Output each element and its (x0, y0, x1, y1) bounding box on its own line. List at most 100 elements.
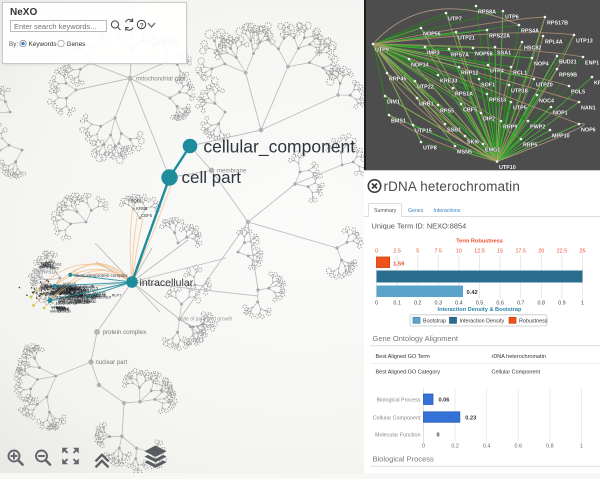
svg-text:EBP2: EBP2 (56, 306, 65, 310)
svg-text:protein complex: protein complex (103, 329, 148, 336)
svg-text:RPS16B: RPS16B (57, 309, 71, 313)
svg-text:1.59: 1.59 (393, 261, 405, 267)
svg-text:NOP2: NOP2 (91, 295, 101, 299)
svg-text:nuclear part: nuclear part (96, 360, 128, 366)
svg-text:BRX1: BRX1 (56, 284, 66, 289)
svg-text:UTP7: UTP7 (448, 17, 462, 23)
svg-text:rDNA heterochromatin: rDNA heterochromatin (492, 354, 546, 360)
svg-text:5: 5 (416, 248, 419, 254)
svg-text:DIP2: DIP2 (483, 117, 495, 123)
svg-text:ENP1: ENP1 (585, 61, 599, 67)
svg-text:RRP5: RRP5 (523, 143, 537, 149)
svg-text:CBF5: CBF5 (463, 108, 477, 114)
svg-text:NSA2: NSA2 (57, 309, 66, 313)
svg-text:YTM1: YTM1 (42, 264, 52, 268)
svg-text:ERB1: ERB1 (41, 262, 50, 266)
svg-text:NOP56: NOP56 (423, 32, 441, 38)
svg-text:0: 0 (437, 433, 440, 439)
svg-text:0.6: 0.6 (496, 300, 504, 306)
svg-text:RLP24: RLP24 (40, 265, 51, 269)
svg-text:RPS17B: RPS17B (547, 21, 568, 27)
svg-text:JJJ1: JJJ1 (74, 300, 81, 304)
svg-text:RRP9: RRP9 (503, 125, 517, 131)
svg-text:MAK16: MAK16 (71, 293, 83, 297)
svg-text:RCL1: RCL1 (513, 71, 527, 77)
svg-text:NOP7: NOP7 (85, 300, 95, 304)
svg-text:Interactions: Interactions (434, 208, 461, 214)
svg-text:SQT1: SQT1 (72, 287, 82, 292)
svg-text:RPL25: RPL25 (67, 297, 79, 301)
svg-text:LSG1: LSG1 (46, 265, 55, 269)
svg-text:RPL25: RPL25 (70, 299, 82, 303)
svg-text:NOP2: NOP2 (63, 297, 73, 301)
svg-text:UTP5: UTP5 (513, 106, 527, 112)
svg-text:22.5: 22.5 (557, 248, 568, 254)
svg-text:EBP2: EBP2 (50, 266, 59, 270)
svg-text:BMS1: BMS1 (391, 119, 406, 125)
svg-text:10: 10 (456, 248, 462, 254)
svg-text:ribosomal subunit: ribosomal subunit (59, 284, 95, 289)
svg-text:NOP15: NOP15 (70, 293, 82, 297)
svg-text:NOP1: NOP1 (553, 111, 568, 117)
svg-text:NOP6: NOP6 (581, 128, 596, 134)
svg-text:7.5: 7.5 (435, 248, 443, 254)
svg-text:RLP7: RLP7 (74, 285, 84, 290)
svg-text:EBP2: EBP2 (73, 294, 83, 299)
svg-text:ERB1: ERB1 (58, 307, 67, 311)
svg-text:JJJ1: JJJ1 (49, 292, 57, 297)
svg-text:EBP2: EBP2 (56, 302, 65, 306)
svg-text:RPF1: RPF1 (80, 289, 90, 294)
svg-text:RPL10: RPL10 (65, 290, 78, 295)
svg-text:0: 0 (375, 300, 378, 306)
svg-text:2.5: 2.5 (393, 248, 401, 254)
svg-text:REI1: REI1 (62, 307, 70, 311)
svg-text:YTM1: YTM1 (51, 307, 60, 311)
svg-text:RLP7: RLP7 (78, 284, 88, 289)
svg-text:DIM1: DIM1 (387, 100, 400, 106)
svg-text:POL5: POL5 (571, 90, 585, 96)
svg-text:rDNA heterochromatin: rDNA heterochromatin (384, 179, 520, 194)
svg-text:0.06: 0.06 (439, 398, 450, 404)
svg-text:12.5: 12.5 (474, 248, 485, 254)
svg-text:RLP24: RLP24 (65, 284, 78, 289)
svg-text:JJJ1: JJJ1 (58, 299, 65, 303)
svg-text:Molecular Function: Molecular Function (375, 433, 421, 439)
svg-text:NOG2: NOG2 (86, 300, 96, 304)
svg-text:1: 1 (581, 300, 584, 306)
svg-text:RPF2: RPF2 (51, 306, 60, 310)
svg-text:Best Aligned GO Category: Best Aligned GO Category (376, 370, 441, 376)
svg-text:UTP22: UTP22 (417, 85, 434, 91)
svg-text:RLP7: RLP7 (78, 294, 88, 298)
svg-text:BRX1: BRX1 (70, 286, 80, 291)
svg-text:Genes: Genes (67, 41, 86, 48)
svg-text:NAN1: NAN1 (581, 106, 596, 112)
svg-text:0.7: 0.7 (517, 300, 525, 306)
svg-text:0.4: 0.4 (483, 444, 491, 450)
svg-text:RLP7: RLP7 (112, 294, 122, 298)
svg-text:RPS1A: RPS1A (42, 270, 58, 275)
svg-text:NOP15: NOP15 (85, 286, 98, 291)
svg-text:RRP1B: RRP1B (78, 299, 91, 303)
svg-text:NMD3: NMD3 (74, 289, 85, 294)
svg-text:ARX1: ARX1 (80, 294, 90, 298)
svg-text:MRPL10: MRPL10 (74, 298, 88, 302)
svg-text:SQT1: SQT1 (56, 305, 65, 309)
svg-text:Summary: Summary (374, 208, 397, 214)
svg-text:1: 1 (580, 444, 583, 450)
svg-text:RLP7: RLP7 (60, 296, 70, 300)
svg-text:ribonucleoprotein complex: ribonucleoprotein complex (74, 273, 128, 278)
svg-text:RPF1: RPF1 (79, 288, 89, 293)
svg-text:Bootstrap: Bootstrap (423, 319, 446, 325)
svg-text:RPF2: RPF2 (41, 282, 51, 287)
svg-text:Unique Term ID: NEXO:8854: Unique Term ID: NEXO:8854 (372, 221, 467, 230)
svg-text:NOP7: NOP7 (60, 300, 70, 304)
svg-text:15: 15 (497, 248, 503, 254)
svg-text:mitochondrial part: mitochondrial part (136, 75, 185, 82)
svg-text:NOP14: NOP14 (411, 63, 429, 69)
svg-text:Robustness: Robustness (519, 319, 548, 325)
svg-text:YTM1: YTM1 (63, 285, 73, 290)
svg-text:0: 0 (422, 444, 425, 450)
svg-text:ERB1: ERB1 (45, 291, 55, 296)
svg-text:LSG1: LSG1 (42, 284, 52, 289)
svg-text:0.4: 0.4 (455, 300, 463, 306)
